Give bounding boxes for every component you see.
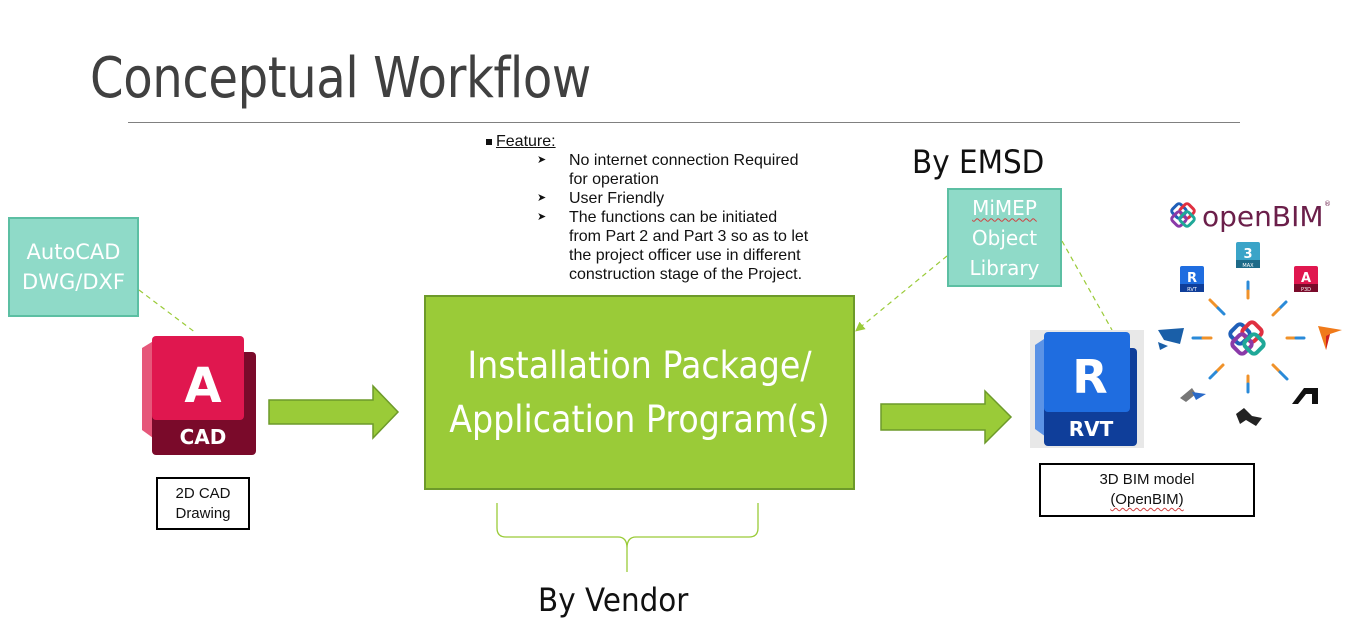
autocad-icon-caption: CAD [180, 425, 227, 449]
label-line: 3D BIM model [1099, 471, 1195, 488]
registered-mark: ® [1324, 200, 1331, 208]
title-divider [128, 122, 1240, 123]
feature-item-line: construction stage of the Project. [569, 266, 803, 283]
feature-list: Feature: ➤ No internet connection Requir… [486, 132, 866, 284]
feature-item: ➤ No internet connection Required for op… [486, 151, 866, 189]
rhino-icon [1236, 408, 1262, 426]
vendor-brace-icon [496, 503, 759, 572]
autocad-connector [138, 289, 197, 334]
svg-text:P3D: P3D [1301, 287, 1311, 293]
feature-item-line: User Friendly [569, 190, 665, 207]
process-line: Installation Package/ [467, 343, 812, 387]
installation-package-box: Installation Package/ Application Progra… [424, 295, 855, 490]
callout-line: MiMEP [972, 195, 1037, 220]
exchange-arrows-icon [1191, 280, 1306, 394]
svg-text:RVT: RVT [1187, 287, 1198, 293]
feature-item-line: the project officer use in different [569, 247, 801, 264]
feature-item-line: for operation [569, 171, 659, 188]
feature-heading: Feature: [486, 132, 866, 151]
feature-item: ➤ The functions can be initiated from Pa… [486, 208, 866, 284]
svg-text:A: A [1301, 271, 1311, 286]
chevron-right-icon: ➤ [537, 192, 547, 204]
chevron-right-icon: ➤ [537, 211, 547, 223]
flow-arrow-icon [880, 389, 1013, 445]
by-vendor-label: By Vendor [538, 581, 689, 619]
square-bullet-icon [486, 138, 492, 145]
feature-item-line: No internet connection Required [569, 152, 799, 169]
label-line: (OpenBIM) [1110, 491, 1184, 508]
label-line: 2D CAD [175, 484, 231, 502]
callout-line: Library [969, 255, 1040, 280]
revit-small-icon: R RVT [1180, 266, 1204, 293]
openbim-hub-icon [1228, 320, 1266, 356]
callout-line: DWG/DXF [22, 270, 125, 294]
autocad-callout: AutoCAD DWG/DXF [8, 217, 139, 317]
mimep-library-callout: MiMEP Object Library [947, 188, 1062, 287]
library-to-package-connector [855, 255, 948, 332]
label-line: Drawing [175, 504, 231, 522]
openbim-wordmark: openBIM [1202, 200, 1324, 233]
tekla-icon [1158, 328, 1184, 350]
callout-line: AutoCAD [26, 240, 121, 264]
library-to-revit-connector [1061, 240, 1113, 331]
autocad-icon: A CAD [142, 336, 256, 455]
plant-3d-icon: A P3D [1294, 266, 1318, 293]
revit-icon-letter: R [1072, 350, 1107, 404]
svg-text:3: 3 [1243, 247, 1252, 262]
feature-item: ➤ User Friendly [486, 189, 866, 208]
openbim-logo-icon [1170, 202, 1196, 228]
revit-icon: R RVT [1030, 330, 1144, 448]
slide-title: Conceptual Workflow [90, 46, 591, 111]
allplan-icon [1292, 388, 1318, 404]
revit-icon-caption: RVT [1069, 417, 1114, 441]
2d-cad-label: 2D CAD Drawing [156, 477, 250, 530]
svg-text:R: R [1187, 271, 1197, 286]
chevron-right-icon: ➤ [537, 154, 547, 166]
autocad-icon-letter: A [184, 358, 221, 414]
3d-bim-label: 3D BIM model (OpenBIM) [1039, 463, 1255, 517]
svg-text:MAX: MAX [1242, 263, 1254, 269]
feature-item-line: from Part 2 and Part 3 so as to let [569, 228, 809, 245]
3ds-max-icon: 3 MAX [1236, 242, 1260, 269]
feature-item-line: The functions can be initiated [569, 209, 778, 226]
process-line: Application Program(s) [449, 397, 830, 441]
flow-arrow-icon [268, 384, 400, 440]
solibri-icon [1318, 326, 1342, 350]
by-emsd-label: By EMSD [912, 143, 1045, 181]
callout-line: Object [971, 225, 1038, 250]
archicad-icon [1180, 388, 1206, 402]
feature-heading-label: Feature: [496, 133, 556, 150]
